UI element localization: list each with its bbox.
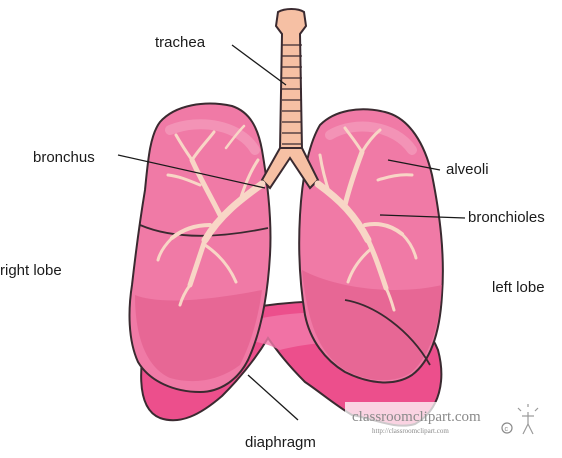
watermark-url: http://classroomclipart.com bbox=[372, 427, 449, 435]
trachea-leader bbox=[232, 45, 286, 85]
label-trachea: trachea bbox=[155, 34, 206, 51]
diaphragm-leader bbox=[248, 375, 298, 420]
label-bronchus: bronchus bbox=[33, 149, 95, 166]
svg-text:c: c bbox=[505, 426, 509, 433]
watermark-brand: classroomclipart.com bbox=[352, 409, 481, 425]
label-bronchioles: bronchioles bbox=[468, 209, 545, 226]
label-left-lobe: left lobe bbox=[492, 279, 545, 296]
trachea-structure bbox=[262, 9, 318, 188]
watermark: classroomclipart.com http://classroomcli… bbox=[345, 402, 543, 438]
label-diaphragm: diaphragm bbox=[245, 434, 316, 451]
label-alveoli: alveoli bbox=[446, 161, 489, 178]
label-right-lobe: right lobe bbox=[0, 262, 62, 279]
